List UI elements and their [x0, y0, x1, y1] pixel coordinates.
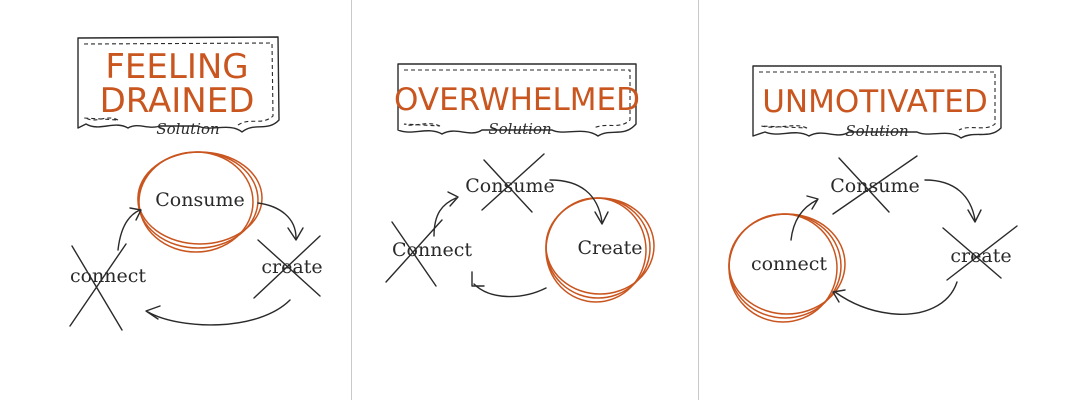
label-consume: Consume	[155, 189, 244, 211]
banner-dashed-border	[83, 42, 274, 126]
banner-dashed-border	[759, 71, 996, 131]
panel-1-drawing: FEELING DRAINED Solution Consume connect…	[69, 36, 323, 331]
panel-unmotivated: UNMOTIVATED Solution Consume create conn…	[699, 0, 1075, 400]
panel-2-drawing: OVERWHELMED Solution Consume Connect Cre…	[385, 63, 655, 303]
subtitle-solution: Solution	[156, 120, 219, 138]
label-create: Create	[577, 237, 642, 259]
arrowhead-consume	[129, 207, 142, 221]
arrow-create-to-connect	[473, 283, 547, 298]
divider-1	[351, 0, 352, 400]
title-line-2: DRAINED	[100, 81, 255, 121]
divider-2	[698, 0, 699, 400]
arrowhead-create	[287, 227, 304, 241]
cross-out-create	[942, 225, 1018, 281]
label-connect: connect	[751, 253, 827, 275]
title-line-1: FEELING	[105, 47, 248, 87]
label-consume: Consume	[830, 175, 919, 197]
banner-frame	[77, 36, 280, 133]
cross-out-connect	[69, 243, 127, 331]
panel-3-drawing: UNMOTIVATED Solution Consume create conn…	[728, 65, 1018, 323]
title: UNMOTIVATED	[762, 84, 988, 120]
arrow-connect-to-consume	[433, 197, 457, 237]
subtitle-solution: Solution	[488, 120, 551, 138]
arrowhead-create	[594, 211, 609, 225]
highlight-circle-stroke-3	[545, 197, 655, 295]
banner-frame	[397, 63, 637, 137]
arrowhead-connect	[832, 289, 846, 303]
label-consume: Consume	[465, 175, 554, 197]
subtitle-solution: Solution	[845, 122, 908, 140]
arrow-connect-to-consume	[790, 199, 818, 241]
arrowhead-consume	[806, 195, 819, 210]
label-connect: Connect	[392, 239, 472, 261]
highlight-circle-stroke-3	[137, 151, 263, 245]
arrowhead-create	[967, 209, 982, 223]
banner-frame	[752, 65, 1002, 139]
title: OVERWHELMED	[394, 82, 640, 118]
arrow-consume-to-create	[924, 179, 976, 221]
cross-out-consume	[481, 153, 545, 213]
panel-overwhelmed: OVERWHELMED Solution Consume Connect Cre…	[352, 0, 698, 400]
arrow-create-to-connect	[147, 299, 291, 326]
label-create: create	[261, 256, 322, 278]
arrow-consume-to-create	[549, 179, 603, 223]
arrowhead-connect	[471, 271, 485, 287]
label-create: create	[950, 245, 1011, 267]
label-connect: connect	[70, 265, 146, 287]
banner-dashed-border	[403, 69, 631, 129]
arrow-consume-to-create	[257, 202, 297, 239]
cross-out-consume	[832, 155, 918, 215]
arrow-create-to-connect	[834, 281, 958, 315]
arrow-connect-to-consume	[117, 209, 141, 251]
arrowhead-connect	[145, 305, 161, 320]
panel-feeling-drained: FEELING DRAINED Solution Consume connect…	[0, 0, 351, 400]
arrowhead-consume	[447, 191, 459, 207]
cross-out-create	[253, 235, 321, 299]
highlight-circle-stroke-3	[728, 213, 846, 315]
cross-out-connect	[385, 219, 443, 287]
